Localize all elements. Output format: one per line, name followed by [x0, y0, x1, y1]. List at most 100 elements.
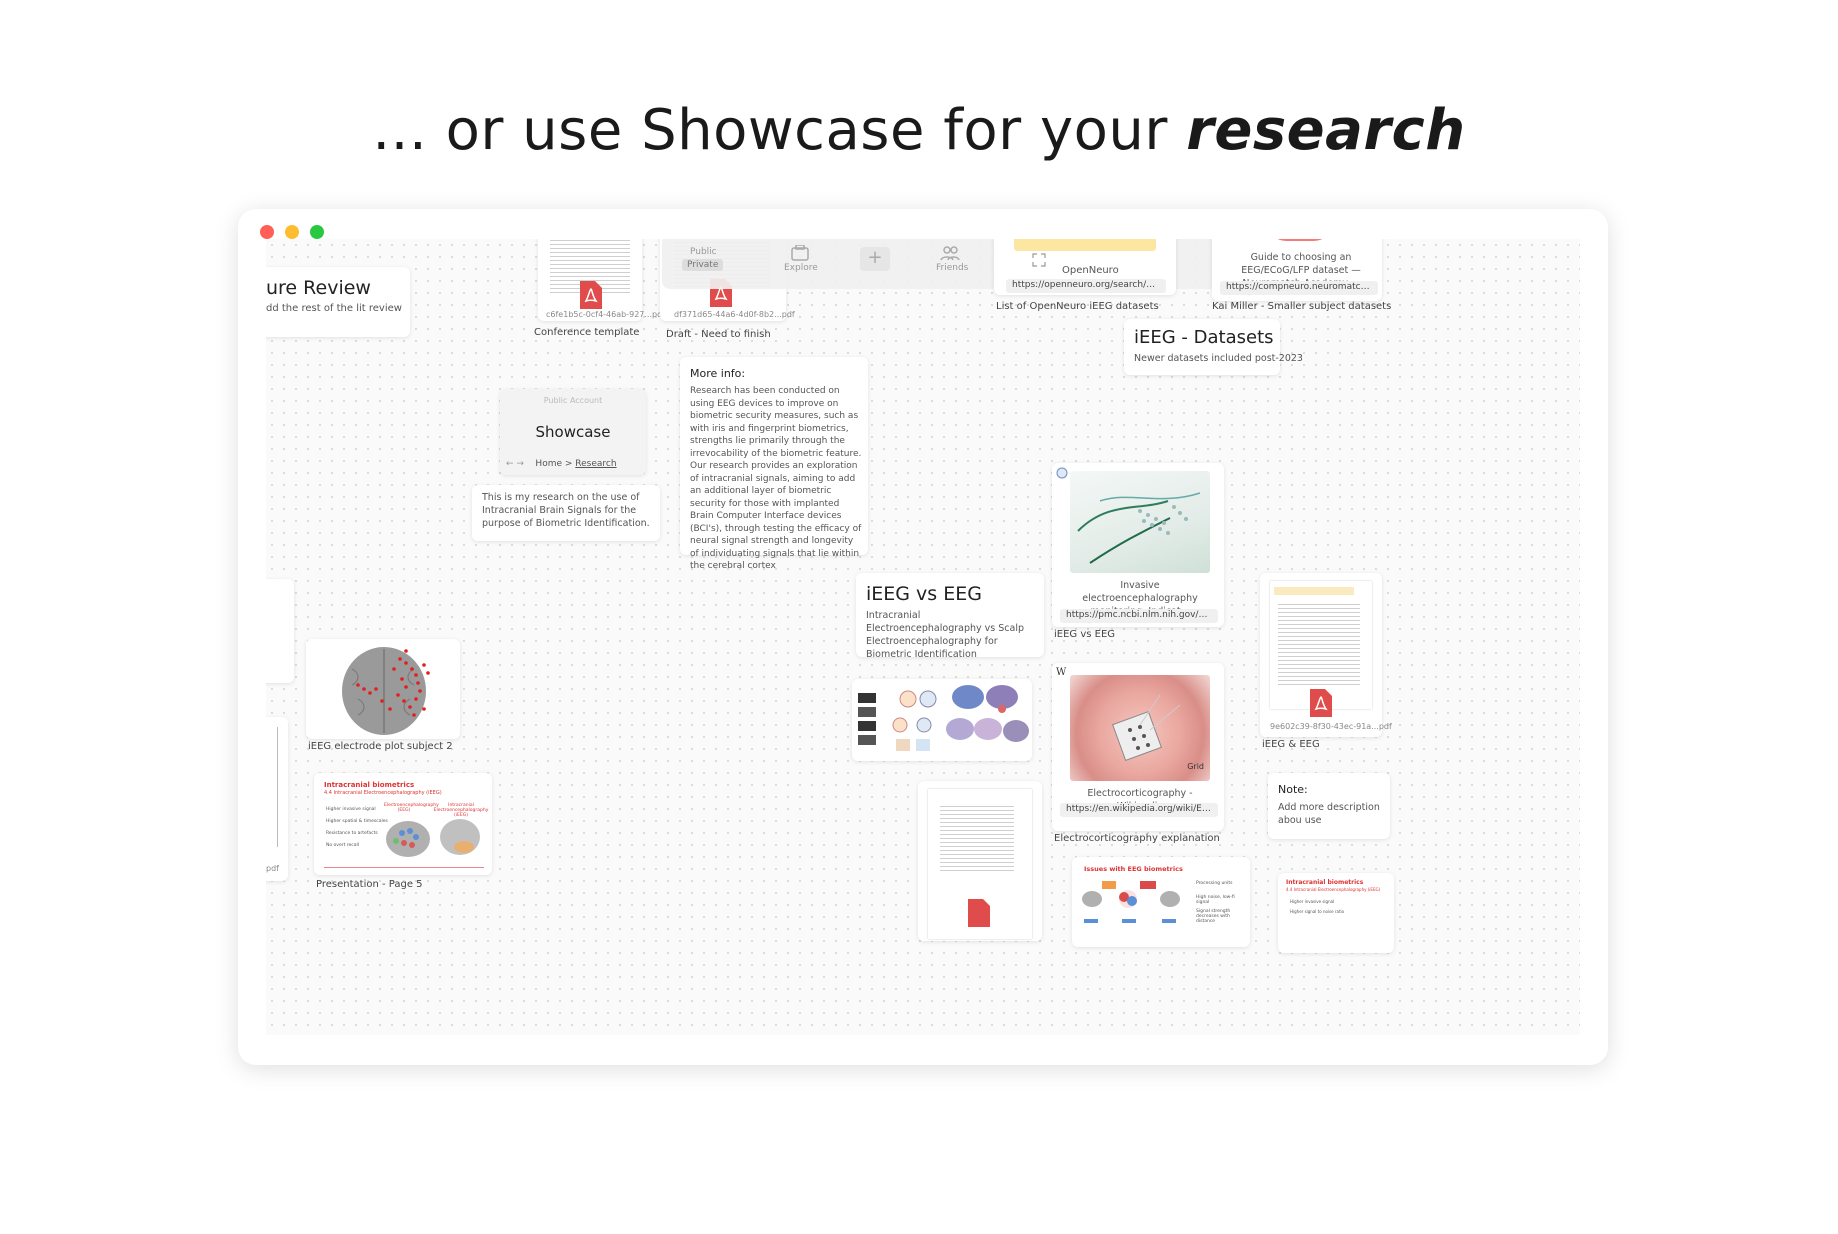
- breadcrumb-current[interactable]: Research: [575, 459, 617, 469]
- maximize-button[interactable]: [310, 225, 324, 239]
- presentation-caption: Presentation - Page 5: [316, 879, 423, 890]
- openneuro-banner: [1014, 239, 1156, 251]
- neuromatch-caption: Kai Miller - Smaller subject datasets: [1212, 301, 1392, 312]
- close-button[interactable]: [260, 225, 274, 239]
- conference-filename: c6fe1b5c-0cf4-46ab-927...pdf: [546, 310, 665, 319]
- lit-review-card[interactable]: ure Review dd the rest of the lit review: [266, 267, 410, 337]
- add-button[interactable]: +: [860, 247, 890, 271]
- openneuro-caption: List of OpenNeuro iEEG datasets: [996, 301, 1159, 312]
- visibility-public[interactable]: Public: [690, 247, 717, 257]
- explore-button[interactable]: Explore: [780, 245, 820, 281]
- ieeg-eeg-pdf-card[interactable]: 9e602c39-8f30-43ec-91a...pdf: [1260, 573, 1392, 737]
- intracranial2-bullet: Higher signal to noise ratio: [1290, 909, 1345, 914]
- draft-caption: Draft - Need to finish: [666, 329, 771, 340]
- explore-label: Explore: [784, 263, 818, 273]
- showcase-card[interactable]: Public Account Showcase ← → Home > Resea…: [500, 389, 646, 475]
- lit-review-note: dd the rest of the lit review: [266, 303, 402, 314]
- ieeg-vs-eeg-note: Intracranial Electroencephalography vs S…: [866, 610, 1024, 660]
- forward-arrow-icon[interactable]: →: [516, 459, 524, 469]
- showcase-account: Public Account: [543, 396, 603, 405]
- pdf-preview: [1278, 601, 1360, 685]
- pdf-preview: [940, 803, 1014, 873]
- intracranial2-title: Intracranial biometrics: [1286, 879, 1364, 886]
- slide-bullet: Higher spatial & timescales: [326, 819, 388, 824]
- slide-bullet: No overt recall: [326, 843, 360, 848]
- showcase-description: This is my research on the use of Intrac…: [482, 492, 650, 529]
- neuromatch-card[interactable]: Guide to choosing an EEG/ECoG/LFP datase…: [1212, 239, 1382, 301]
- pdf-page: [1270, 581, 1372, 709]
- pdf-icon: [1310, 689, 1332, 717]
- focus-icon: [1032, 253, 1046, 267]
- ecog-card[interactable]: W Grid Electrocorticography - Wikipedia …: [1052, 663, 1224, 831]
- note-card[interactable]: Note: Add more description abou use: [1268, 773, 1390, 839]
- issues-bullet: Signal strength decreases with distance: [1196, 909, 1231, 924]
- slide-bullet: Resistance to artefacts: [326, 831, 378, 836]
- friends-icon: [940, 246, 960, 261]
- issues-diagram: [1082, 881, 1180, 923]
- issues-title: Issues with EEG biometrics: [1084, 865, 1183, 873]
- draft-filename: df371d65-44a6-4d0f-8b2...pdf: [674, 310, 795, 319]
- more-info-card[interactable]: More info: Research has been conducted o…: [680, 357, 868, 571]
- friends-label: Friends: [936, 263, 969, 273]
- slide-bullet: Higher invasive signal: [326, 807, 376, 812]
- ieeg-vs-eeg-card[interactable]: iEEG vs EEG Intracranial Electroencephal…: [856, 573, 1044, 660]
- ieeg-pdf-filename: 9e602c39-8f30-43ec-91a...pdf: [1270, 722, 1392, 731]
- friends-button[interactable]: Friends: [930, 245, 970, 281]
- research-canvas[interactable]: ure Review dd the rest of the lit review…: [266, 239, 1580, 1035]
- eeg-diagram-card[interactable]: [852, 679, 1032, 761]
- showcase-desc-card[interactable]: This is my research on the use of Intrac…: [472, 485, 660, 541]
- left-edge-card[interactable]: [266, 579, 294, 683]
- visibility-private[interactable]: Private: [682, 259, 724, 271]
- neuromatch-url[interactable]: https://compneuro.neuromatch.io/projects…: [1220, 281, 1378, 295]
- electrode-drawing: [1077, 492, 1201, 564]
- headline-emphasis: research: [1186, 98, 1466, 163]
- ieeg-datasets-title: iEEG - Datasets: [1134, 327, 1274, 348]
- openneuro-label: OpenNeuro: [1062, 265, 1119, 276]
- ecog-caption: Electrocorticography explanation: [1054, 833, 1220, 844]
- issues-bullet: High noise, low-fi signal: [1196, 895, 1235, 905]
- minimize-button[interactable]: [285, 225, 299, 239]
- link-globe-icon: [1056, 467, 1068, 479]
- invasive-eeg-card[interactable]: Invasive electroencephalography monitori…: [1052, 463, 1224, 627]
- ieeg-datasets-note: Newer datasets included post-2023: [1134, 353, 1303, 364]
- invasive-caption: iEEG vs EEG: [1054, 629, 1116, 640]
- breadcrumb-home[interactable]: Home: [535, 459, 562, 469]
- breadcrumb-separator: >: [564, 459, 573, 469]
- bottom-doc-card[interactable]: [918, 781, 1042, 941]
- openneuro-card[interactable]: OpenNeuro https://openneuro.org/search/m…: [994, 239, 1176, 295]
- intracranial-slide-card[interactable]: Intracranial biometrics 4.4 Intracranial…: [1278, 873, 1394, 953]
- slide-title: Intracranial biometrics: [324, 781, 415, 789]
- ecog-grid-drawing: [1112, 694, 1181, 761]
- conference-pdf-card[interactable]: c6fe1b5c-0cf4-46ab-927...pdf: [538, 239, 665, 321]
- slide-subtitle: 4.4 Intracranial Electroencephalography …: [324, 790, 442, 796]
- neuromatch-logo: [1268, 239, 1332, 241]
- more-info-body: Research has been conducted on using EEG…: [690, 386, 862, 571]
- slide-brains: [386, 819, 480, 857]
- slide-col-b: Intracranial Electroencephalography (iEE…: [433, 803, 489, 818]
- invasive-url[interactable]: https://pmc.ncbi.nlm.nih.gov/articles/PM…: [1060, 609, 1218, 623]
- left-pdf-filename: pdf: [266, 864, 279, 873]
- ieeg-pdf-caption: iEEG & EEG: [1262, 739, 1320, 750]
- headline-prefix: ... or use Showcase for your: [372, 98, 1187, 163]
- explore-icon: [791, 245, 809, 261]
- issues-bullet: Processing units: [1196, 881, 1233, 886]
- eeg-diagram: [858, 685, 1029, 751]
- ieeg-datasets-card[interactable]: iEEG - Datasets Newer datasets included …: [1124, 319, 1303, 375]
- intracranial2-bullet: Higher invasive signal: [1290, 899, 1335, 904]
- back-arrow-icon[interactable]: ←: [506, 459, 514, 469]
- pdf-header-bar: [1274, 587, 1354, 595]
- ecog-url[interactable]: https://en.wikipedia.org/wiki/Electrocor…: [1060, 803, 1218, 817]
- left-pdf-card[interactable]: pdf: [266, 717, 288, 881]
- openneuro-url[interactable]: https://openneuro.org/search/modality/ie…: [1006, 279, 1166, 293]
- electrode-plot-card[interactable]: [306, 639, 460, 739]
- note-title: Note:: [1278, 783, 1308, 796]
- electrode-plot-caption: iEEG electrode plot subject 2: [308, 741, 453, 752]
- note-body: Add more description abou use: [1278, 802, 1380, 826]
- issues-slide-card[interactable]: Issues with EEG biometrics Processing un…: [1072, 857, 1250, 947]
- grid-label: Grid: [1187, 762, 1204, 771]
- conference-caption: Conference template: [534, 327, 640, 338]
- presentation-card[interactable]: Intracranial biometrics 4.4 Intracranial…: [314, 773, 492, 875]
- electrode-photo: [1070, 471, 1210, 573]
- slide-divider: [324, 867, 484, 868]
- pdf-icon: [580, 281, 602, 309]
